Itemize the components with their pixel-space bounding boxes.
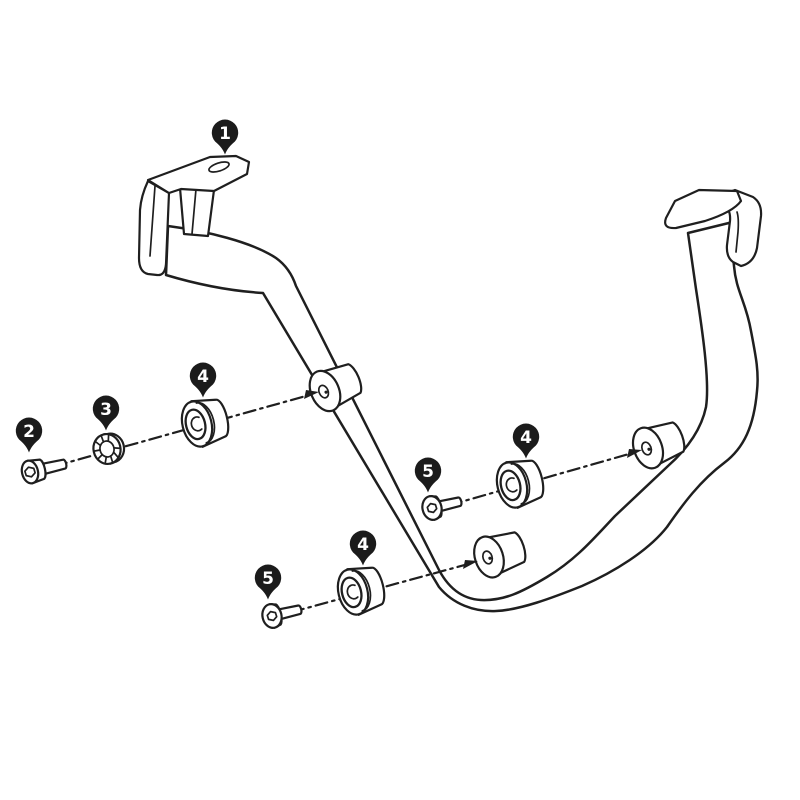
callout-part-5-bottom: 5	[254, 564, 282, 600]
callout-number: 3	[100, 400, 112, 420]
bar-end-top-right	[664, 188, 763, 268]
bracket-slot-hole	[208, 161, 230, 173]
socket-head-bolt-2	[20, 458, 68, 485]
bracket-wall-fold-line	[149, 185, 156, 257]
weld-boss-bottom	[468, 524, 532, 583]
bracket-web-fold-line	[191, 188, 197, 235]
callout-number: 4	[197, 367, 209, 387]
axis-arrow-bottom	[463, 560, 478, 569]
callout-number: 4	[520, 428, 532, 448]
washer-serration-teeth	[93, 434, 120, 464]
callout-number: 4	[357, 535, 369, 555]
callout-part-3: 3	[92, 395, 120, 431]
spacer-bushing-4-left	[176, 392, 234, 452]
bracket-top-plate	[146, 154, 251, 195]
frame-tube-outline	[164, 219, 759, 613]
bolt-hex-socket	[24, 466, 36, 478]
callout-part-4-right: 4	[512, 423, 540, 459]
callout-number: 2	[23, 422, 35, 442]
bushing-shape	[176, 392, 234, 452]
serrated-lock-washer-3	[92, 432, 126, 466]
axis-arrow-right	[627, 449, 642, 458]
mounting-bracket-top-left	[137, 154, 251, 277]
bar-end-plate	[664, 188, 743, 230]
callout-pins: 1 2 3 4 4 4 5 5	[15, 119, 540, 600]
countersunk-bolt-5-bottom	[258, 596, 306, 631]
bolt-shaft	[39, 458, 68, 476]
crash-bar-frame	[137, 154, 763, 613]
bolt-shape	[258, 596, 306, 631]
axis-line-right	[448, 450, 638, 507]
callout-number: 5	[262, 569, 274, 589]
callout-part-1: 1	[211, 119, 239, 155]
bolt-shape	[418, 488, 466, 523]
bar-end-hook	[711, 188, 763, 268]
callout-number: 5	[422, 462, 434, 482]
callout-part-4-left: 4	[189, 362, 217, 398]
callout-number: 1	[219, 124, 231, 144]
callout-part-5-right: 5	[414, 457, 442, 493]
weld-boss-shape	[468, 524, 532, 583]
countersunk-bolt-5-right	[418, 488, 466, 523]
spacer-bushing-4-bottom	[332, 560, 390, 620]
callout-part-4-bottom: 4	[349, 530, 377, 566]
axis-arrow-left	[304, 390, 319, 399]
loose-parts	[20, 392, 549, 631]
bar-end-hook-fold-line	[735, 211, 740, 253]
spacer-bushing-4-right	[491, 453, 549, 513]
bracket-web	[178, 186, 216, 238]
callout-part-2: 2	[15, 417, 43, 453]
bushing-shape	[332, 560, 390, 620]
bushing-shape	[491, 453, 549, 513]
bracket-side-wall	[137, 179, 171, 277]
bolt-head-face	[20, 459, 40, 485]
